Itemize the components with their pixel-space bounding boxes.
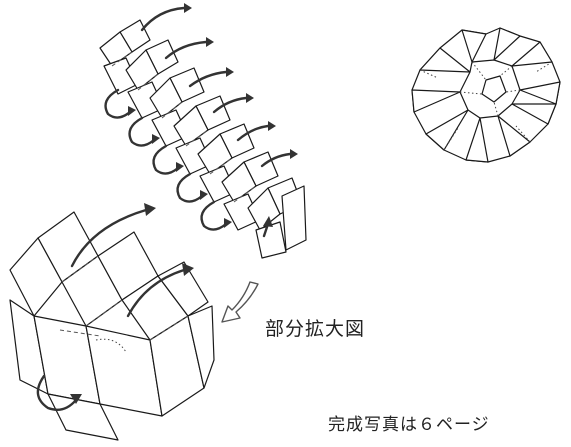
strip-segment xyxy=(197,123,255,203)
enlarged-view-label: 部分拡大図 xyxy=(265,318,366,340)
strip-segment xyxy=(247,177,307,259)
detail-pointer-arrow xyxy=(221,281,259,323)
strip-segment xyxy=(173,95,231,175)
strip-segment xyxy=(125,39,179,119)
enlarged-detail xyxy=(9,203,215,441)
folded-strip xyxy=(99,3,307,259)
completed-model xyxy=(411,27,561,163)
curl-arrows-bottom xyxy=(104,88,273,238)
completed-photo-caption: 完成写真は６ページ xyxy=(328,415,490,435)
fold-arrows-top xyxy=(140,3,298,168)
